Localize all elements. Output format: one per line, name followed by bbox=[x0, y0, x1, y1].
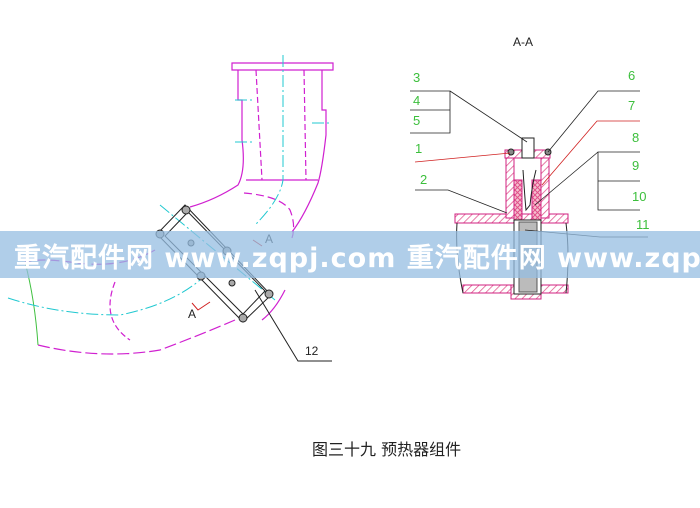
section-title: A-A bbox=[513, 35, 533, 49]
label-6: 6 bbox=[628, 68, 635, 83]
label-5: 5 bbox=[413, 113, 420, 128]
label-3: 3 bbox=[413, 70, 420, 85]
label-12: 12 bbox=[305, 344, 319, 358]
part-labels-right: 6 7 8 9 10 11 bbox=[628, 68, 650, 232]
figure-caption: 图三十九 预热器组件 bbox=[312, 440, 462, 459]
section-marker-lower: A bbox=[188, 307, 196, 321]
label-2: 2 bbox=[420, 172, 427, 187]
label-9: 9 bbox=[632, 158, 639, 173]
label-4: 4 bbox=[413, 93, 420, 108]
label-7: 7 bbox=[628, 98, 635, 113]
watermark-band bbox=[0, 231, 700, 278]
label-10: 10 bbox=[632, 189, 646, 204]
elbow-pipe-view bbox=[24, 62, 334, 355]
leader-12 bbox=[254, 289, 332, 362]
label-11: 11 bbox=[636, 217, 650, 232]
part-labels-left: 3 4 5 1 2 bbox=[413, 70, 427, 187]
label-1: 1 bbox=[415, 141, 422, 156]
watermark-text: 重汽配件网 www.zqpj.com 重汽配件网 www.zqpj.com 重 bbox=[14, 243, 700, 274]
label-8: 8 bbox=[632, 130, 639, 145]
